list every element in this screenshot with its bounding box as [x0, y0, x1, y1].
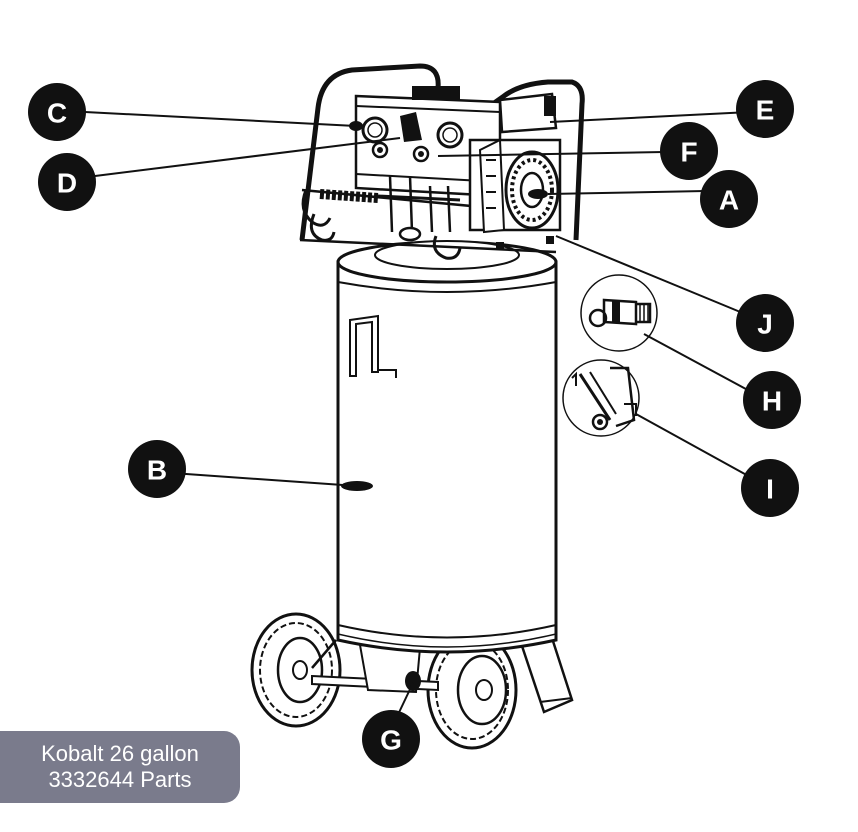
caption-box: Kobalt 26 gallon 3332644 Parts	[0, 731, 240, 803]
callout-j: J	[736, 294, 794, 352]
leader-j	[555, 235, 751, 317]
callout-g-label: G	[380, 725, 402, 756]
left-wheel	[250, 612, 342, 728]
gauges	[349, 112, 464, 149]
leader-f	[437, 151, 665, 157]
callout-a-label: A	[719, 185, 739, 216]
leader-h	[643, 333, 758, 396]
callout-f-label: F	[680, 137, 697, 168]
outlet-couplers	[371, 141, 430, 163]
leader-lines	[84, 111, 758, 724]
callout-h-label: H	[762, 386, 782, 417]
caption-line-1: Kobalt 26 gallon	[41, 741, 199, 766]
callout-f: F	[660, 122, 718, 180]
hose-and-fittings	[301, 175, 554, 260]
callout-d-label: D	[57, 168, 77, 199]
leader-b	[157, 471, 358, 487]
callout-c-label: C	[47, 98, 67, 129]
right-wheel	[426, 630, 518, 750]
tank	[336, 240, 558, 654]
callout-b: B	[128, 440, 186, 498]
leader-i	[635, 413, 753, 479]
leader-a	[547, 190, 706, 195]
leader-e	[549, 111, 751, 123]
inset-quick-coupler	[580, 274, 658, 352]
callout-e-label: E	[756, 95, 775, 126]
callout-i-label: I	[766, 474, 774, 505]
callout-c: C	[28, 83, 86, 141]
callout-d: D	[38, 153, 96, 211]
cooling-fan	[504, 150, 560, 230]
callout-a: A	[700, 170, 758, 228]
callout-h: H	[743, 371, 801, 429]
leader-c	[84, 111, 357, 127]
caption-line-2: 3332644 Parts	[48, 767, 192, 792]
inset-safety-valve	[562, 359, 640, 437]
callout-e: E	[736, 80, 794, 138]
callout-j-label: J	[757, 309, 773, 340]
callout-g: G	[362, 710, 420, 768]
leader-d	[86, 137, 401, 178]
callout-i: I	[741, 459, 799, 517]
drain-valve	[405, 671, 421, 691]
callout-b-label: B	[147, 455, 167, 486]
